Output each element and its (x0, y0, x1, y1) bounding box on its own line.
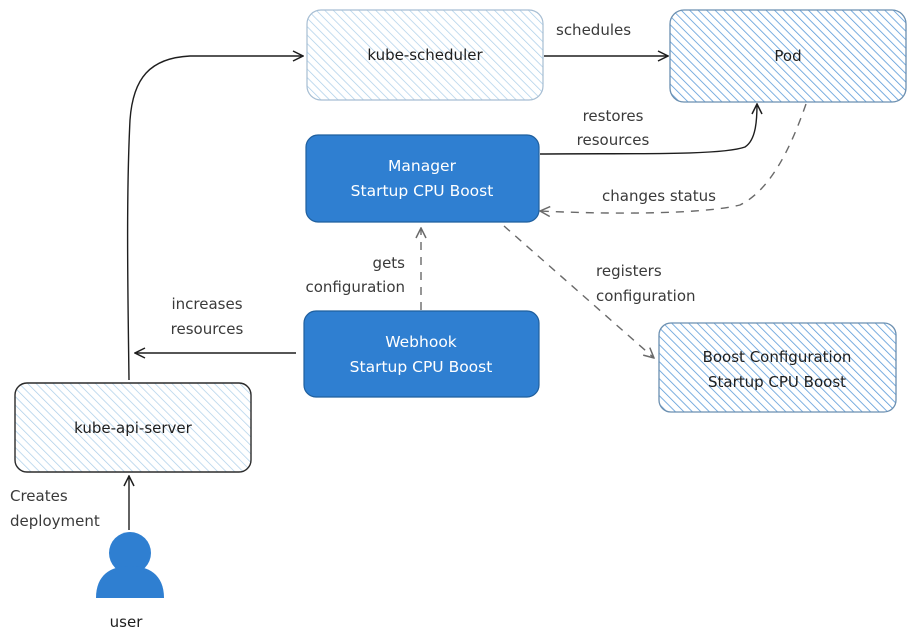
label-registers: registers (596, 262, 662, 280)
edge-restores-resources (539, 104, 757, 155)
node-pod-label: Pod (774, 47, 801, 65)
edge-api-to-scheduler (126, 56, 303, 381)
edge-changes-status (540, 103, 807, 213)
node-manager-label-1: Manager (388, 157, 457, 175)
label-configuration-registers: configuration (596, 287, 696, 305)
node-webhook-label-1: Webhook (385, 333, 457, 351)
node-manager: Manager Startup CPU Boost (305, 134, 540, 223)
node-kube-api-server-label: kube-api-server (74, 419, 193, 437)
node-kube-api-server: kube-api-server (14, 382, 252, 473)
node-webhook-label-2: Startup CPU Boost (350, 358, 493, 376)
label-configuration-gets: configuration (306, 278, 406, 296)
label-increases: increases (171, 295, 242, 313)
node-boost-configuration: Boost Configuration Startup CPU Boost (658, 322, 897, 413)
node-manager-label-2: Startup CPU Boost (351, 182, 494, 200)
user-icon (96, 532, 164, 598)
user-label: user (110, 613, 144, 631)
node-pod: Pod (669, 9, 907, 103)
label-schedules: schedules (556, 21, 631, 39)
label-resources-restores: resources (577, 131, 650, 149)
label-resources-increases: resources (171, 320, 244, 338)
edge-registers-configuration (503, 225, 654, 358)
node-boost-configuration-label-1: Boost Configuration (703, 348, 852, 366)
node-kube-scheduler-label: kube-scheduler (367, 46, 483, 64)
label-restores: restores (583, 107, 644, 125)
label-deployment: deployment (10, 512, 100, 530)
node-kube-scheduler: kube-scheduler (306, 9, 544, 101)
label-changes-status: changes status (602, 187, 716, 205)
label-gets: gets (373, 254, 406, 272)
node-boost-configuration-label-2: Startup CPU Boost (708, 373, 846, 391)
label-creates: Creates (10, 487, 68, 505)
node-webhook: Webhook Startup CPU Boost (303, 310, 540, 398)
